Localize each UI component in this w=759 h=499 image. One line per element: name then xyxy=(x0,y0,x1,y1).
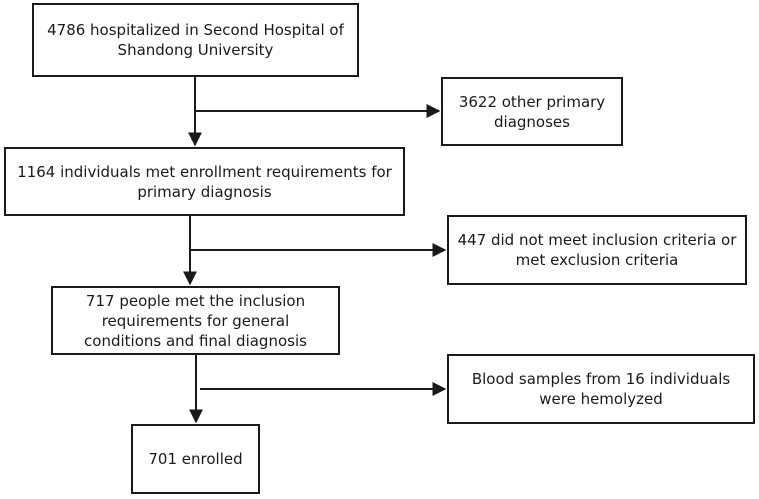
box-not-meet-inclusion-text: 447 did not meet inclusion criteria or m… xyxy=(457,231,737,269)
box-hospitalized: 4786 hospitalized in Second Hospital of … xyxy=(32,3,359,77)
box-other-diagnoses: 3622 other primary diagnoses xyxy=(441,77,623,146)
box-hospitalized-text: 4786 hospitalized in Second Hospital of … xyxy=(47,21,344,59)
box-not-meet-inclusion: 447 did not meet inclusion criteria or m… xyxy=(447,215,747,285)
box-met-enrollment-text: 1164 individuals met enrollment requirem… xyxy=(17,162,392,201)
box-met-inclusion-text: 717 people met the inclusion requirement… xyxy=(84,291,307,350)
box-other-diagnoses-text: 3622 other primary diagnoses xyxy=(458,92,606,131)
box-met-enrollment: 1164 individuals met enrollment requirem… xyxy=(4,147,405,216)
box-hemolyzed-text: Blood samples from 16 individuals were h… xyxy=(471,370,731,408)
box-hemolyzed: Blood samples from 16 individuals were h… xyxy=(447,354,755,424)
box-met-inclusion: 717 people met the inclusion requirement… xyxy=(51,286,340,355)
box-enrolled-text: 701 enrolled xyxy=(148,450,243,468)
box-enrolled: 701 enrolled xyxy=(131,424,260,494)
